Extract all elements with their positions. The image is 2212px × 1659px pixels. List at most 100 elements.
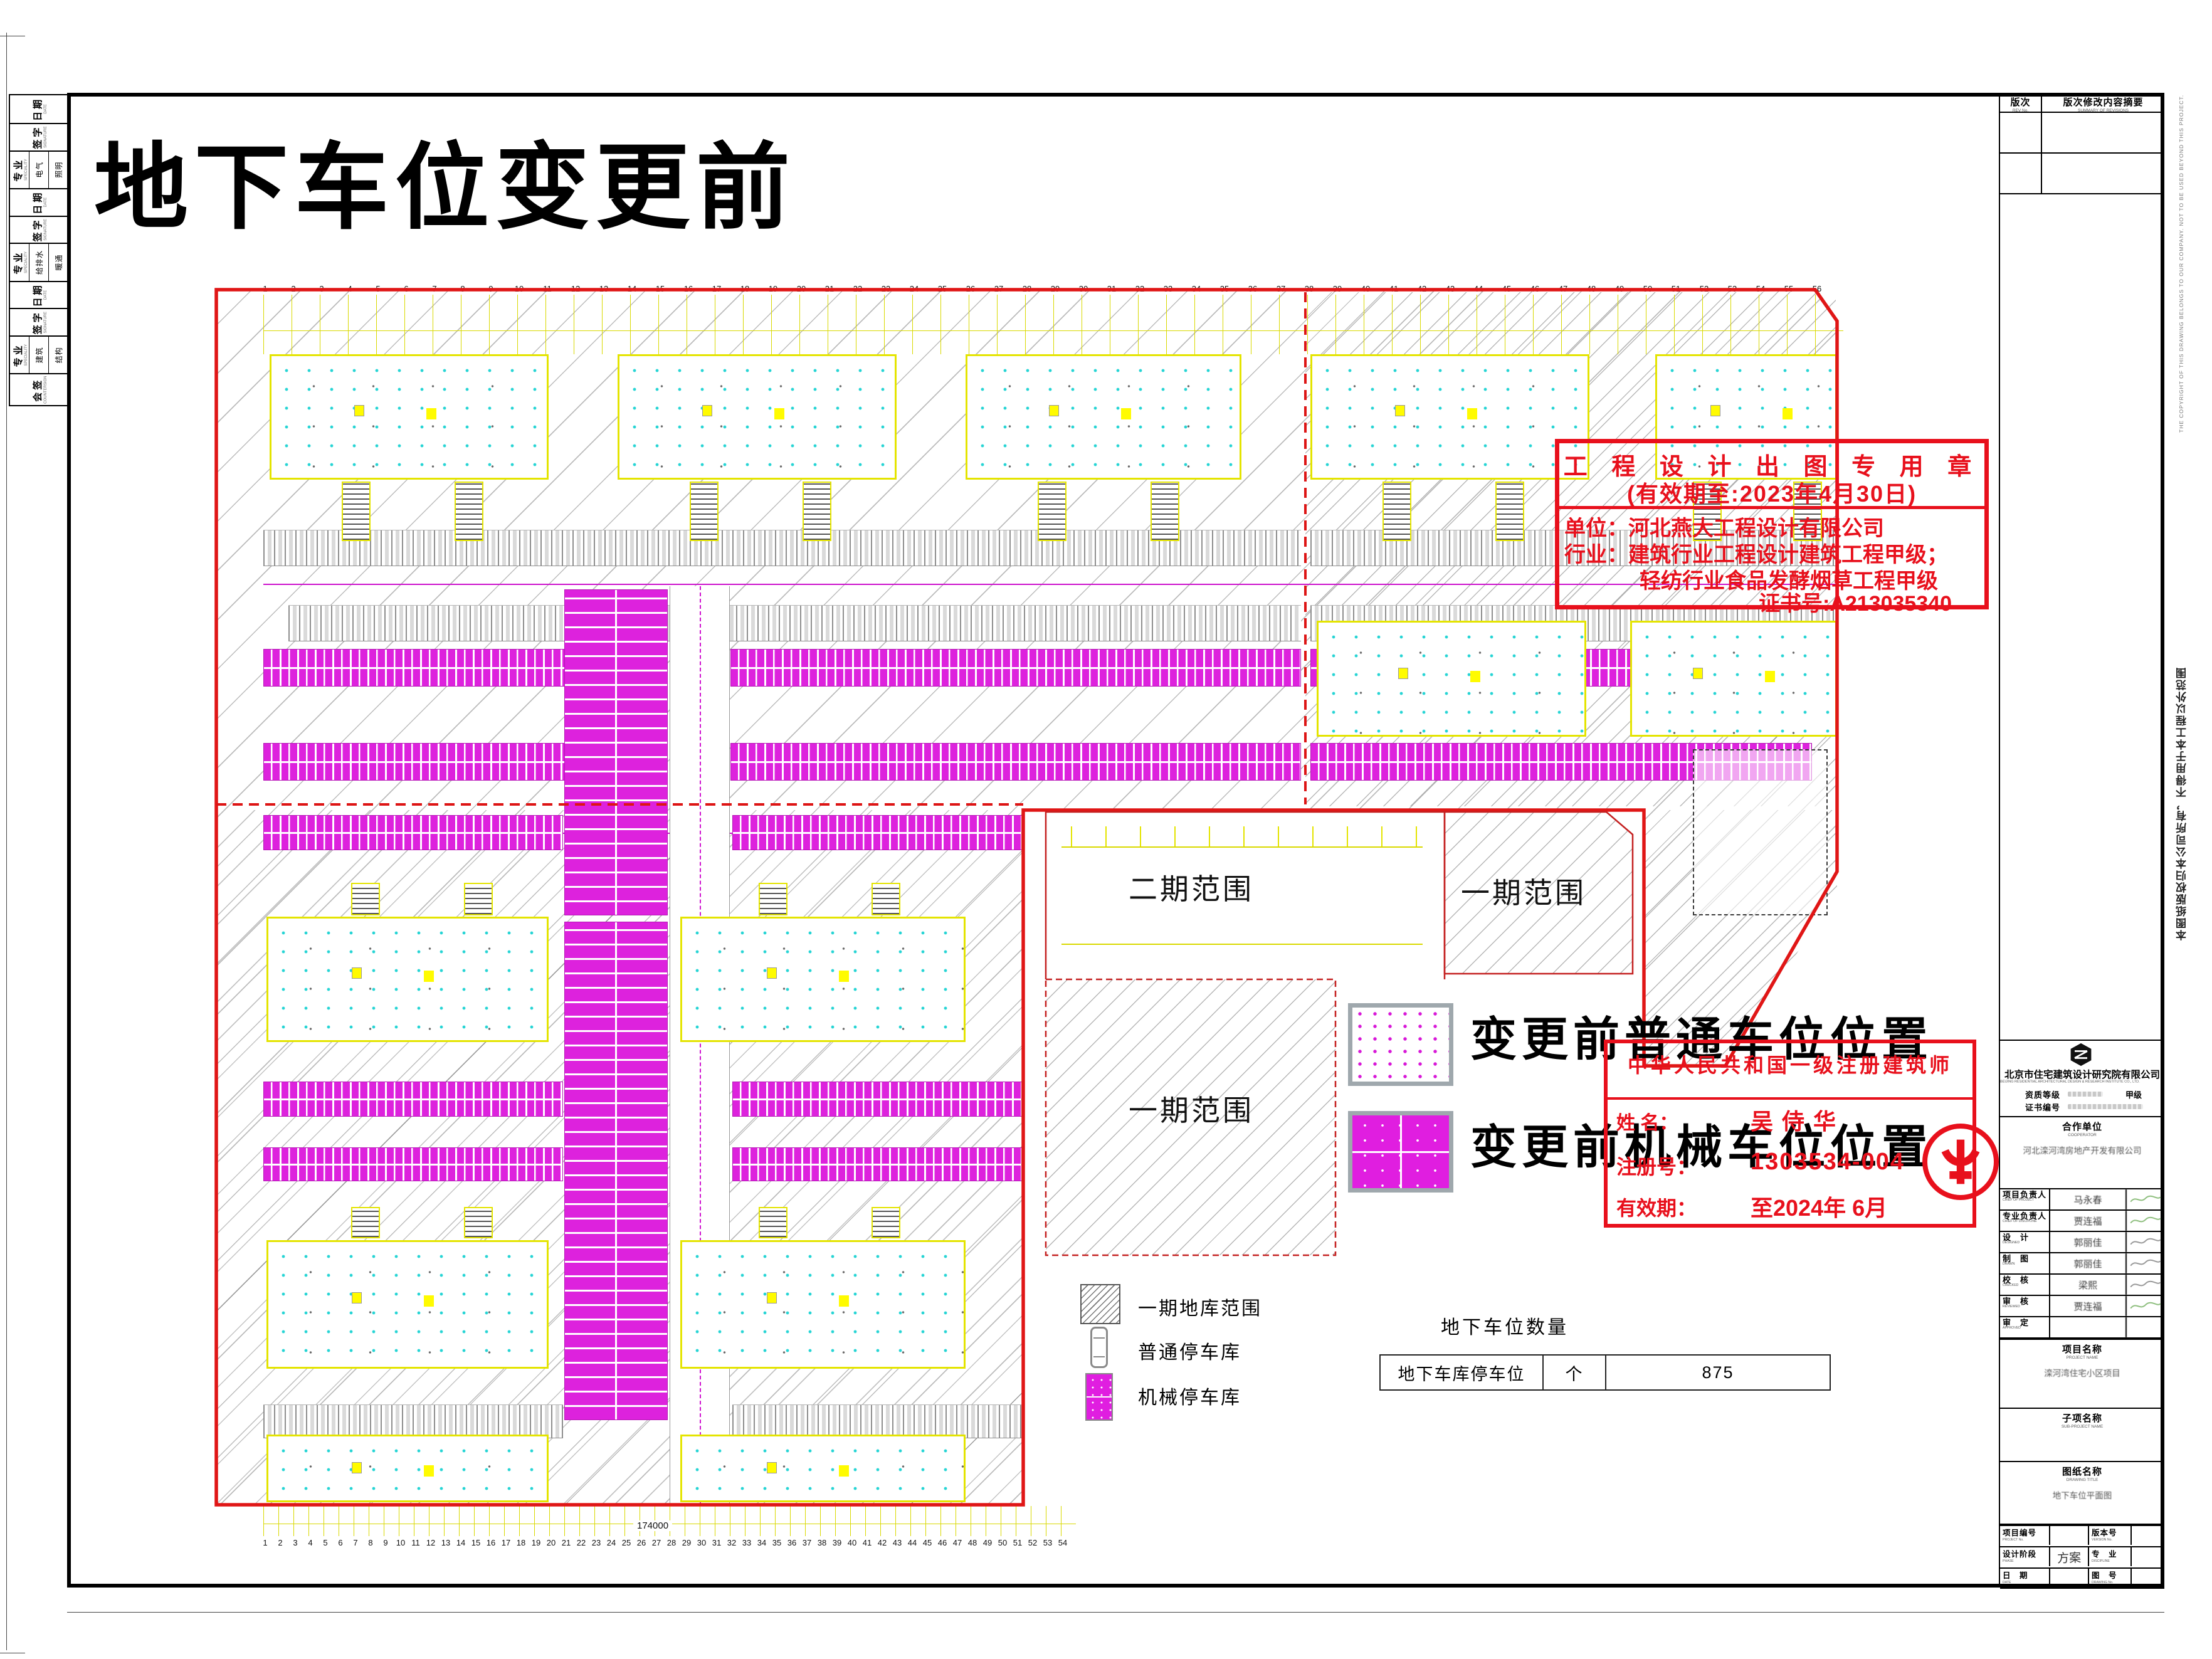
grid-number: 3 xyxy=(293,1538,298,1547)
legend-normal-label: 变更前普通车位位置 xyxy=(1470,1013,1933,1065)
stair-shaft xyxy=(1793,482,1822,541)
grid-number: 38 xyxy=(817,1538,827,1547)
keyplan-yellow-tick xyxy=(1347,826,1348,846)
titleblock-line xyxy=(2000,1339,2164,1340)
grid-number: 39 xyxy=(832,1538,842,1547)
stamp-divider xyxy=(1559,506,1984,509)
grid-number: 47 xyxy=(952,1538,962,1547)
count-table-name: 地下车库停车位 xyxy=(1381,1356,1544,1389)
architect-stamp-title: 中华人民共和国一级注册建筑师 xyxy=(1627,1054,1952,1077)
stamp-unit: 单位：河北燕大工程设计有限公司 xyxy=(1564,517,1884,540)
stair-shaft xyxy=(464,883,493,915)
keyplan-yellow-line xyxy=(1061,944,1423,945)
grid-number: 8 xyxy=(368,1538,373,1547)
keyplan-border xyxy=(1443,811,1634,975)
project-name-value: 滦河湾住宅小区项目 xyxy=(2044,1369,2120,1378)
future-building-outline xyxy=(1693,749,1828,915)
stair-shaft xyxy=(1495,482,1524,541)
stair-shaft xyxy=(1038,482,1066,541)
stair-shaft xyxy=(803,482,831,541)
parking-row-normal xyxy=(263,530,1301,566)
legend-phase1-garage-swatch xyxy=(1080,1284,1120,1324)
cooperator-name: 河北滦河湾房地产开发有限公司 xyxy=(2023,1146,2142,1156)
grid-tick: 34 xyxy=(757,1506,766,1547)
titleblock-line xyxy=(2000,1408,2164,1409)
company-logo-icon xyxy=(2069,1042,2095,1067)
titleblock-line xyxy=(2000,1567,2164,1569)
keyplan-yellow-line xyxy=(1061,846,1423,848)
parking-row-normal xyxy=(288,605,1301,641)
keyplan-yellow-tick xyxy=(1312,826,1314,846)
grid-tick: 37 xyxy=(803,1506,811,1547)
building-footprint xyxy=(1655,354,1837,480)
keyplan-yellow-tick xyxy=(1278,826,1279,846)
stair-shaft xyxy=(690,482,719,541)
grid-number: 34 xyxy=(757,1538,767,1547)
stair-shaft xyxy=(872,1207,900,1238)
grid-tick: 25 xyxy=(622,1506,631,1547)
parking-row-mechanical xyxy=(732,815,1022,850)
stair-shaft xyxy=(342,482,371,541)
keyplan-phase1-lower-area xyxy=(1046,979,1335,1255)
grid-number: 17 xyxy=(501,1538,511,1547)
keyplan-phase2-label: 二期范围 xyxy=(1129,873,1254,905)
parking-row-mechanical xyxy=(732,1082,1022,1117)
dim-total: 174000 xyxy=(633,1520,673,1531)
building-footprint xyxy=(680,1435,966,1502)
legend-phase1-garage-label: 一期地库范围 xyxy=(1138,1298,1262,1319)
stair-shaft xyxy=(1382,482,1411,541)
grid-number: 20 xyxy=(546,1538,556,1547)
grid-number: 11 xyxy=(411,1538,420,1547)
lane-line xyxy=(263,584,1837,585)
keyplan-yellow-tick xyxy=(1209,826,1210,846)
grid-number: 27 xyxy=(651,1538,661,1547)
titleblock-line xyxy=(2041,93,2042,193)
architect-seal-stamp: 中华人民共和国一级注册建筑师 姓 名： 吴侍华 注册号： 1303534-004… xyxy=(1604,1040,1976,1228)
building-footprint xyxy=(266,1240,549,1369)
grid-tick: 36 xyxy=(787,1506,796,1547)
grid-tick: 15 xyxy=(471,1506,480,1547)
titleblock-divider xyxy=(1999,93,2000,1588)
building-footprint xyxy=(680,1240,966,1369)
keyplan-yellow-tick xyxy=(1140,826,1141,846)
grid-number: 10 xyxy=(396,1538,406,1547)
grid-tick: 17 xyxy=(502,1506,510,1547)
building-footprint xyxy=(266,917,549,1042)
building-footprint xyxy=(680,917,966,1042)
grid-tick: 42 xyxy=(878,1506,887,1547)
grid-number: 35 xyxy=(772,1538,782,1547)
illegible-text xyxy=(2068,1092,2103,1097)
building-footprint xyxy=(1310,354,1589,480)
titleblock-line xyxy=(2000,1188,2164,1189)
grid-tick: 41 xyxy=(863,1506,872,1547)
grid-number: 28 xyxy=(666,1538,677,1547)
building-footprint xyxy=(1317,621,1586,737)
titleblock-line xyxy=(2000,1040,2164,1041)
grid-number: 16 xyxy=(486,1538,496,1547)
grid-number: 12 xyxy=(426,1538,436,1547)
titleblock-line xyxy=(2000,1525,2164,1526)
legend-mech-garage-label: 机械停车库 xyxy=(1138,1388,1241,1408)
count-table-value: 875 xyxy=(1702,1362,1734,1382)
trim-mark xyxy=(6,33,7,1650)
architect-valid-value: 至2024年 6月 xyxy=(1751,1195,1888,1221)
parking-column-mechanical xyxy=(564,922,668,1420)
grid-tick: 1 xyxy=(263,1506,268,1547)
stamp-cert: 证书号:A213035340 xyxy=(1759,592,1952,616)
parking-row-normal xyxy=(263,1404,563,1438)
stair-shaft xyxy=(1151,482,1179,541)
grid-number: 40 xyxy=(847,1538,857,1547)
legend-mechanical-swatch xyxy=(1348,1111,1453,1193)
stair-shaft xyxy=(759,883,787,915)
field-value xyxy=(2050,1525,2089,1545)
